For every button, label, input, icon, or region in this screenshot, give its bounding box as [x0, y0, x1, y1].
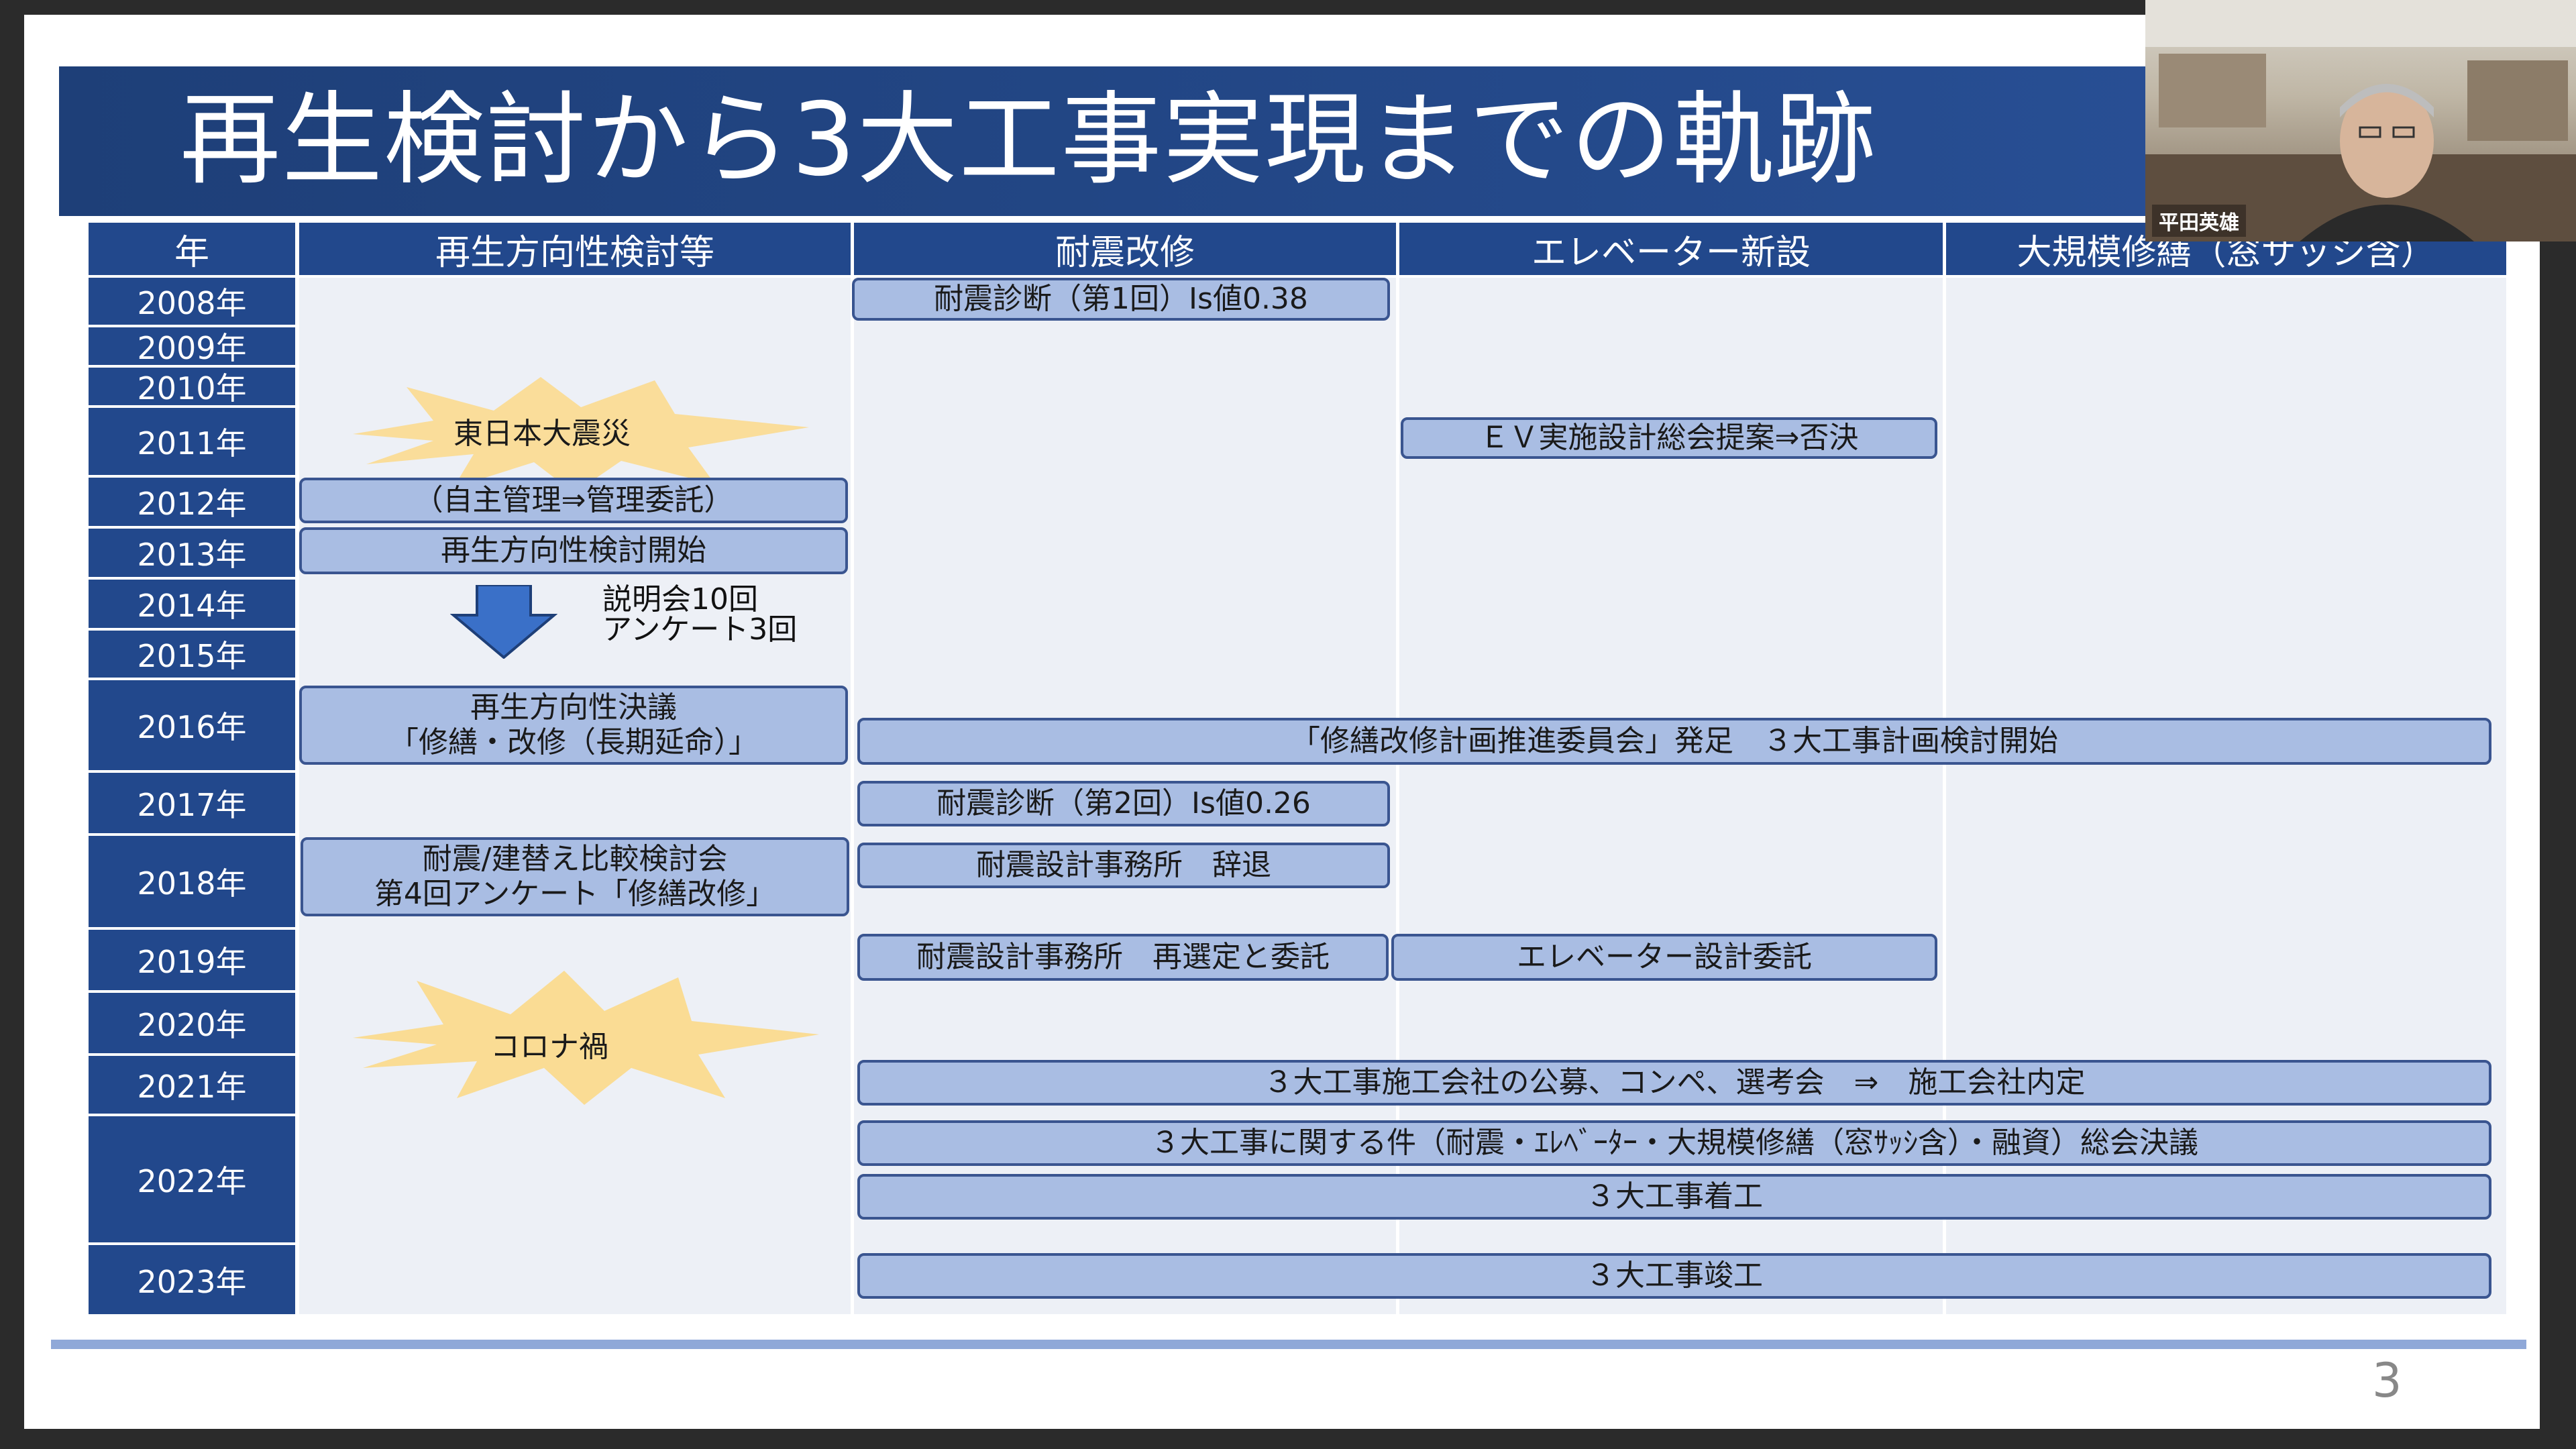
explosion-burst-icon	[353, 377, 809, 493]
slide: 再生検討から3大工事実現までの軌跡 年 再生方向性検討等 耐震改修 エレベーター…	[24, 15, 2540, 1429]
header-year: 年	[89, 223, 295, 275]
event-2018-comparison: 耐震/建替え比較検討会 第4回アンケート「修繕改修」	[301, 837, 849, 916]
year-2022: 2022年	[89, 1116, 295, 1242]
event-2019-elevator-design: エレベーター設計委託	[1391, 934, 1937, 981]
header-seismic: 耐震改修	[854, 223, 1396, 275]
event-2018-seismic-office: 耐震設計事務所 辞退	[857, 843, 1390, 888]
title-bar: 再生検討から3大工事実現までの軌跡	[59, 66, 2534, 216]
event-2020-covid: コロナ禍	[490, 1030, 608, 1064]
year-2011: 2011年	[89, 408, 295, 475]
year-2016: 2016年	[89, 680, 295, 770]
explosion-burst-icon	[353, 971, 819, 1105]
year-2017: 2017年	[89, 773, 295, 833]
webcam-video[interactable]: 平田英雄	[2145, 0, 2576, 241]
event-2023-completion: ３大工事竣工	[857, 1253, 2491, 1299]
bottom-divider	[51, 1340, 2526, 1349]
event-2013-review-start: 再生方向性検討開始	[299, 527, 848, 574]
event-2014-meetings: 説明会10回	[602, 582, 758, 616]
event-2019-seismic-office: 耐震設計事務所 再選定と委託	[857, 934, 1389, 981]
year-2012: 2012年	[89, 478, 295, 526]
event-2008-seismic-diagnosis: 耐震診断（第1回）Is値0.38	[852, 278, 1390, 321]
page-number: 3	[2372, 1353, 2402, 1408]
participant-name: 平田英雄	[2152, 205, 2246, 237]
event-2022-resolution: ３大工事に関する件（耐震・ｴﾚﾍﾞｰﾀｰ・大規模修繕（窓ｻｯｼ含）・融資）総会決…	[857, 1120, 2491, 1166]
year-2009: 2009年	[89, 327, 295, 366]
event-2016-resolution-line1: 再生方向性決議	[470, 690, 677, 724]
event-2011-ev-proposal: ＥＶ実施設計総会提案⇒否決	[1401, 417, 1937, 459]
year-2015: 2015年	[89, 631, 295, 678]
event-2017-seismic-diagnosis: 耐震診断（第2回）Is値0.26	[857, 781, 1390, 826]
year-2008: 2008年	[89, 278, 295, 325]
header-regeneration: 再生方向性検討等	[299, 223, 851, 275]
arrow-down-icon	[450, 585, 557, 659]
year-2021: 2021年	[89, 1056, 295, 1114]
year-2018: 2018年	[89, 836, 295, 927]
event-2014-surveys: アンケート3回	[602, 612, 798, 647]
year-2019: 2019年	[89, 930, 295, 990]
event-2022-construction-start: ３大工事着工	[857, 1174, 2491, 1220]
year-2014: 2014年	[89, 580, 295, 628]
year-2013: 2013年	[89, 529, 295, 577]
year-2020: 2020年	[89, 993, 295, 1053]
event-2012-management: （自主管理⇒管理委託）	[299, 478, 848, 523]
event-2016-resolution: 再生方向性決議 「修繕・改修（長期延命）」	[299, 686, 848, 765]
presenter-video-icon	[2145, 0, 2576, 241]
event-2016-resolution-line2: 「修繕・改修（長期延命）」	[389, 725, 758, 759]
year-2010: 2010年	[89, 368, 295, 407]
event-2011-earthquake: 東日本大震災	[453, 417, 631, 451]
slide-title: 再生検討から3大工事実現までの軌跡	[180, 82, 1877, 199]
event-2021-contractor: ３大工事施工会社の公募、コンペ、選考会 ⇒ 施工会社内定	[857, 1060, 2491, 1106]
event-2018-comparison-line1: 耐震/建替え比較検討会	[422, 842, 728, 876]
header-elevator: エレベーター新設	[1399, 223, 1943, 275]
event-2016-committee: 「修繕改修計画推進委員会」発足 ３大工事計画検討開始	[857, 718, 2491, 765]
year-2023: 2023年	[89, 1245, 295, 1314]
event-2018-comparison-line2: 第4回アンケート「修繕改修」	[374, 877, 776, 911]
